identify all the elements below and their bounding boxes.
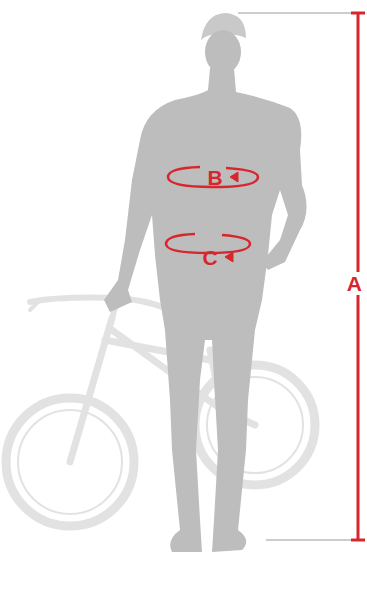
measure-letter: A (345, 272, 364, 295)
measure-lines (166, 13, 365, 540)
measure-letter: B (205, 166, 224, 189)
rider-silhouette (104, 13, 307, 552)
measure-letter: C (200, 246, 219, 269)
bicycle (6, 298, 315, 527)
